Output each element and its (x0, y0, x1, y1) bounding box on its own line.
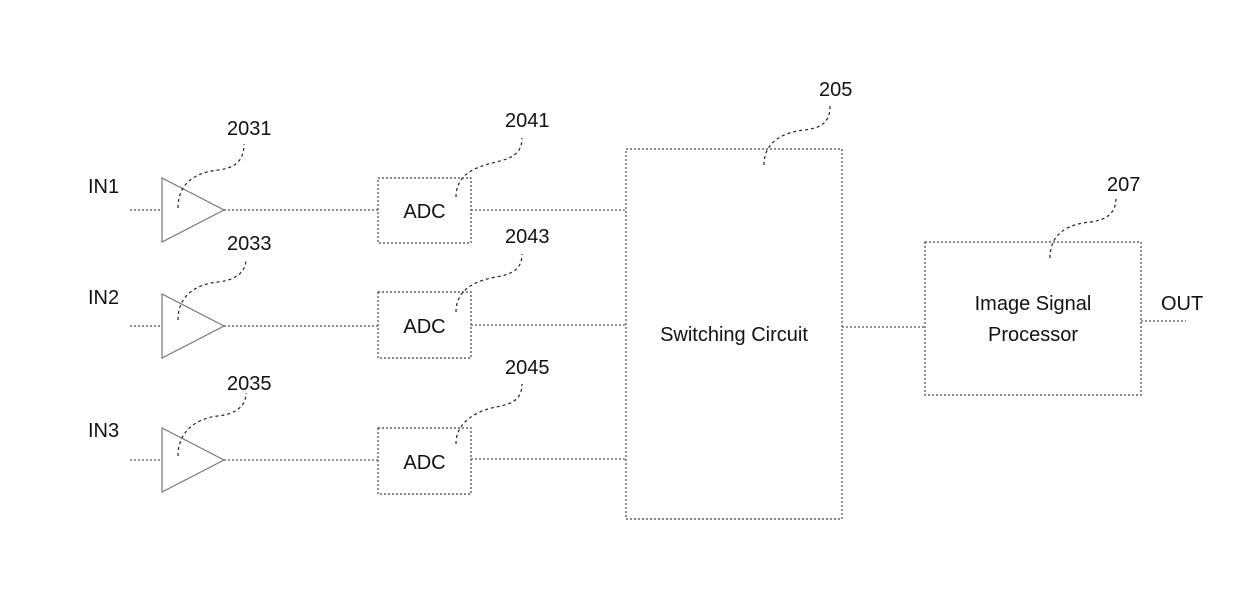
output-label-out: OUT (1161, 293, 1203, 315)
ref-label-2035: 2035 (227, 373, 272, 395)
input-label-in1: IN1 (88, 176, 119, 198)
ref-label-2033: 2033 (227, 233, 272, 255)
ref-label-2041: 2041 (505, 110, 550, 132)
isp-label-line2: Processor (988, 324, 1078, 346)
input-label-in2: IN2 (88, 287, 119, 309)
ref-label-2043: 2043 (505, 226, 550, 248)
ref-label-2031: 2031 (227, 118, 272, 140)
adc-label-1: ADC (403, 201, 445, 223)
amplifier-1 (162, 178, 224, 242)
adc-label-2: ADC (403, 316, 445, 338)
ref-label-205: 205 (819, 79, 852, 101)
switching-circuit-label: Switching Circuit (660, 324, 808, 346)
ref-label-207: 207 (1107, 174, 1140, 196)
isp-label-line1: Image Signal (975, 293, 1092, 315)
adc-label-3: ADC (403, 452, 445, 474)
input-label-in3: IN3 (88, 420, 119, 442)
ref-label-2045: 2045 (505, 357, 550, 379)
image-signal-processor-block (925, 242, 1141, 395)
amplifier-2 (162, 294, 224, 358)
amplifier-3 (162, 428, 224, 492)
